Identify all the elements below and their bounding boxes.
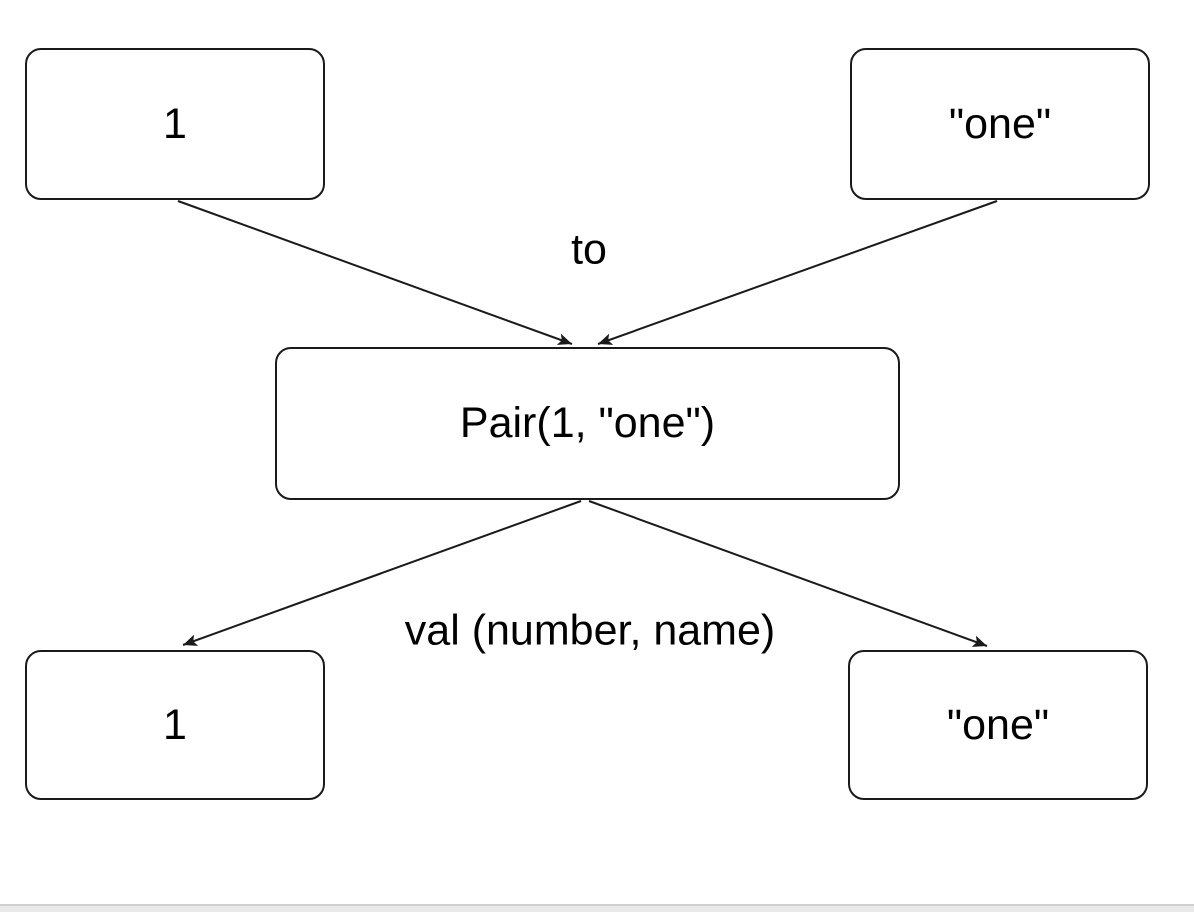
horizontal-scrollbar-track[interactable]	[0, 904, 1194, 912]
node-pair-label: Pair(1, "one")	[459, 399, 716, 447]
node-string-bottom-label: "one"	[946, 700, 1050, 749]
node-number-top-label: 1	[163, 99, 187, 148]
edge-label-to: to	[571, 225, 607, 274]
node-number-top: 1	[25, 48, 325, 200]
edge-number-top-to-pair	[177, 200, 573, 345]
node-string-top: "one"	[850, 48, 1150, 200]
node-string-top-label: "one"	[948, 99, 1052, 148]
node-number-bottom: 1	[25, 650, 325, 800]
node-string-bottom: "one"	[848, 650, 1148, 800]
node-pair: Pair(1, "one")	[275, 347, 900, 500]
node-number-bottom-label: 1	[163, 700, 187, 749]
edge-label-val: val (number, name)	[404, 606, 776, 655]
edge-string-top-to-pair	[597, 200, 998, 345]
